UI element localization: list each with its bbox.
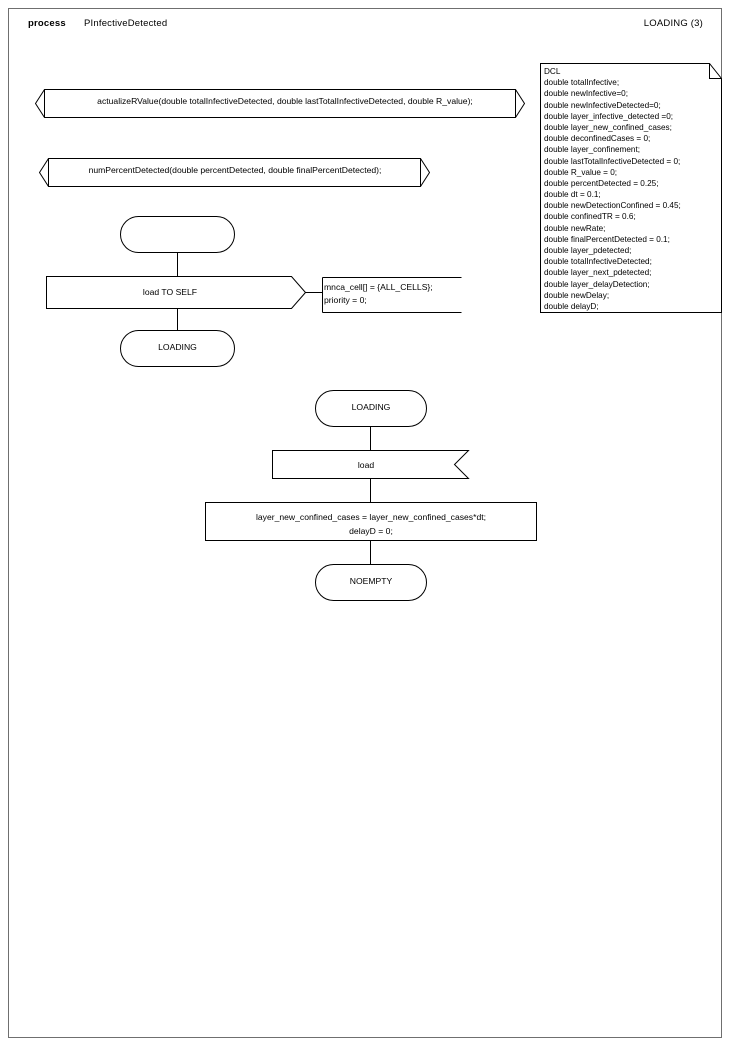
- page-number-label: LOADING (3): [643, 18, 703, 29]
- state-loading-a-label: LOADING: [158, 342, 197, 352]
- comment-box-text: mnca_cell[] = {ALL_CELLS}; priority = 0;: [324, 282, 433, 305]
- declaration-box-text: DCL double totalInfective; double newInf…: [544, 67, 681, 311]
- state-loading-b-label: LOADING: [351, 402, 391, 412]
- state-noempty-label: NOEMPTY: [349, 576, 393, 586]
- page-title-kind: process: [28, 18, 66, 29]
- procedure-1-label: actualizeRValue(double totalInfectiveDet…: [97, 96, 473, 106]
- task-label: layer_new_confined_cases = layer_new_con…: [255, 512, 487, 536]
- output-load-to-self-label: load TO SELF: [142, 287, 198, 297]
- page-title-name: PInfectiveDetected: [84, 18, 168, 29]
- input-load-label: load: [357, 460, 375, 470]
- procedure-2-label: numPercentDetected(double percentDetecte…: [88, 165, 382, 175]
